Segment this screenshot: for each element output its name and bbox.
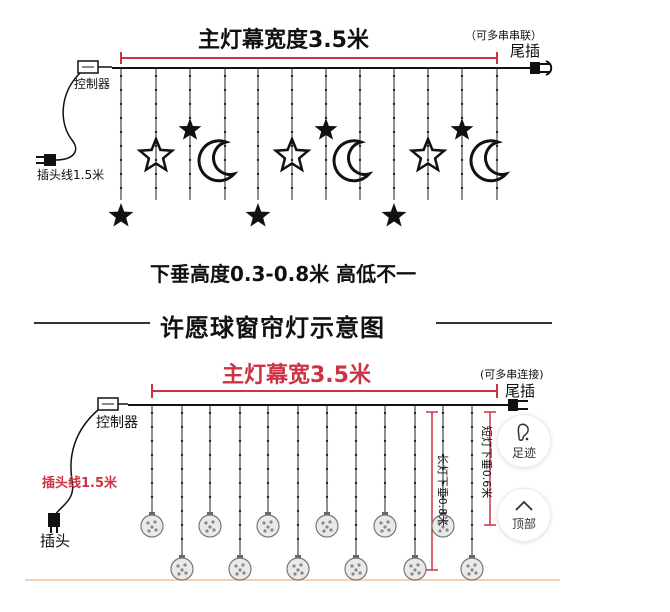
short-drop-dimension [484,411,496,526]
bottom-controller-label: 控制器 [96,415,138,431]
star-outline-icon [136,135,176,173]
star-outline-icon [408,135,448,173]
footprint-icon [517,423,529,441]
bottom-chain-note: (可多串连接) [480,368,544,381]
star-filled-icon [245,203,271,227]
star-filled-icon [314,118,338,140]
top-tail-plug-icon [530,60,553,76]
short-light-label: 短灯下垂0.6米 [480,425,493,499]
bottom-tail-plug-label: 尾插 [505,382,536,400]
top-drop-height-label: 下垂高度0.3-0.8米 高低不一 [150,262,417,286]
bottom-tail-plug-icon [508,399,528,411]
divider-right [436,322,552,324]
wish-ball-icon [344,555,368,581]
moon-icon [469,139,511,183]
star-filled-icon [381,203,407,227]
top-tail-plug-label: 尾插 [510,42,541,60]
star-filled-icon [178,118,202,140]
wish-ball-icon [256,512,280,538]
top-controller-icon [54,60,112,161]
footprint-label: 足迹 [511,445,536,460]
bottom-plug-cable-label: 插头线1.5米 [42,476,118,491]
wish-ball-icon [286,555,310,581]
star-outline-icon [272,135,312,173]
top-chain-note: （可多串串联） [465,29,542,42]
moon-icon [197,139,239,183]
bottom-light-strands [140,405,484,581]
back-to-top-button[interactable]: 顶部 [497,488,551,542]
wish-ball-icon [431,512,455,538]
top-controller-label: 控制器 [74,77,111,91]
bottom-width-label: 主灯幕宽3.5米 [222,363,371,388]
star-filled-icon [450,118,474,140]
wish-ball-icon [460,555,484,581]
wish-ball-icon [140,512,164,538]
bottom-plug-icon [48,513,60,533]
bottom-controller-icon [54,397,128,516]
wish-ball-icon [198,512,222,538]
long-light-label: 长灯下垂0.8米 [436,453,449,527]
wish-ball-icon [403,555,427,581]
footprint-button[interactable]: 足迹 [497,414,551,468]
divider-left [34,322,150,324]
chevron-up-icon [515,500,533,511]
wish-ball-icon [373,512,397,538]
top-plug-icon [36,154,56,166]
wish-ball-icon [170,555,194,581]
long-drop-dimension [426,411,438,571]
top-label: 顶部 [511,516,536,531]
wish-ball-icon [228,555,252,581]
wish-ball-icon [315,512,339,538]
top-width-label: 主灯幕宽度3.5米 [198,28,369,53]
top-plug-cable-label: 插头线1.5米 [37,168,105,182]
section-title: 许愿球窗帘灯示意图 [160,314,385,342]
star-filled-icon [108,203,134,227]
moon-icon [332,139,374,183]
top-diagram-graphics [36,52,553,227]
bottom-plug-label: 插头 [40,532,71,550]
top-light-strands [108,68,511,227]
